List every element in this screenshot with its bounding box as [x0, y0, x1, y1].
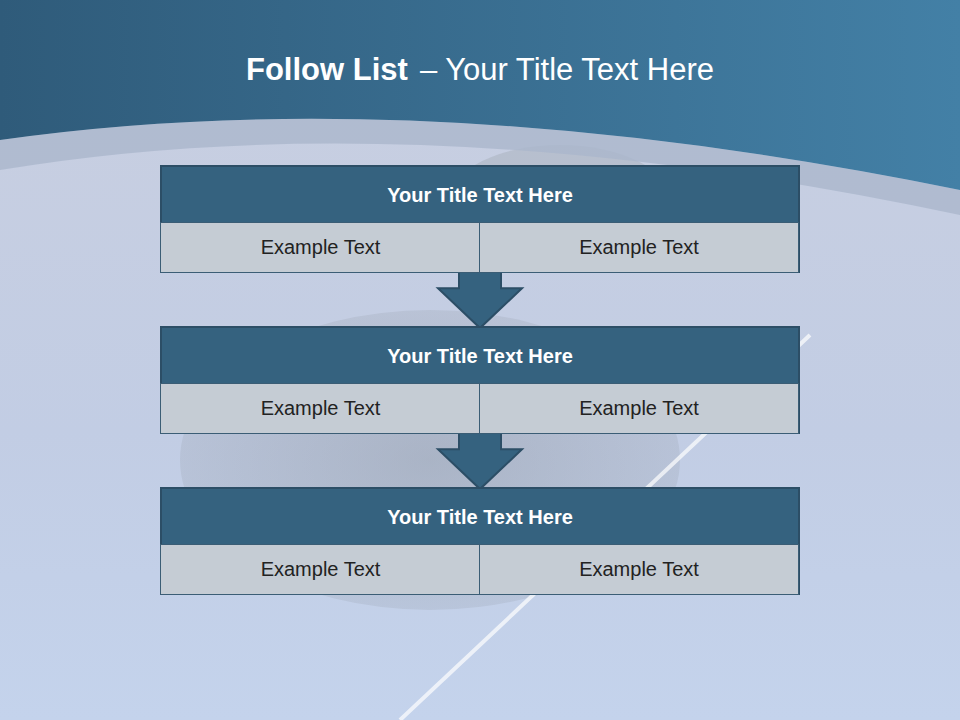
example-cell: Example Text	[479, 222, 799, 273]
block-heading: Your Title Text Here	[162, 167, 798, 224]
title-text: – Your Title Text Here	[420, 52, 714, 87]
title-text: Follow List	[246, 52, 408, 87]
list-block: Your Title Text HereExample Text Example …	[160, 487, 800, 595]
header-band	[0, 0, 960, 190]
example-cell: Example Text	[160, 383, 481, 434]
flow-arrow	[438, 432, 522, 489]
example-cell: Example Text	[160, 222, 481, 273]
example-cell: Example Text	[479, 383, 799, 434]
cell-text: Example Text	[571, 236, 707, 259]
cell-text: Example Text	[253, 558, 389, 581]
block-heading: Your Title Text Here	[162, 328, 798, 385]
list-block: Your Title Text HereExample Text Example …	[160, 326, 800, 434]
block-heading: Your Title Text Here	[162, 489, 798, 546]
flow-arrow	[438, 271, 522, 328]
cell-text: Example Text	[571, 558, 707, 581]
slide-title: Follow List – Your Title Text Here	[0, 52, 960, 88]
cell-text: Example Text	[253, 236, 389, 259]
cell-text: Example Text	[253, 397, 389, 420]
cell-text: Example Text	[571, 397, 707, 420]
example-cell: Example Text	[160, 544, 481, 595]
list-block: Your Title Text HereExample Text Example …	[160, 165, 800, 273]
example-cell: Example Text	[479, 544, 799, 595]
